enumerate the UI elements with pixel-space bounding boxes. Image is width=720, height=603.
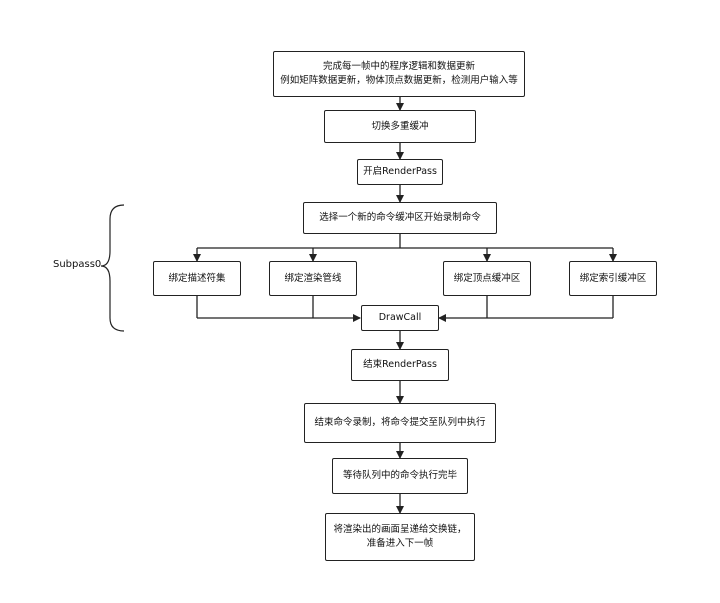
update-logic-box: 完成每一帧中的程序逻辑和数据更新 例如矩阵数据更新，物体顶点数据更新，检测用户输… — [273, 51, 525, 97]
bind-index-buffer-box: 绑定索引缓冲区 — [569, 261, 657, 296]
begin-record-box: 选择一个新的命令缓冲区开始录制命令 — [303, 202, 497, 234]
bind-pipeline-box: 绑定渲染管线 — [269, 261, 357, 296]
bind-descriptor-box: 绑定描述符集 — [153, 261, 241, 296]
end-record-box: 结束命令录制，将命令提交至队列中执行 — [304, 403, 496, 443]
subpass-brace — [100, 204, 125, 332]
end-renderpass-box: 结束RenderPass — [351, 349, 449, 381]
bind-vertex-buffer-box: 绑定顶点缓冲区 — [443, 261, 531, 296]
begin-renderpass-box: 开启RenderPass — [357, 159, 443, 185]
swap-buffer-box: 切换多重缓冲 — [324, 110, 476, 143]
drawcall-box: DrawCall — [361, 305, 439, 331]
subpass-label: Subpass0 — [53, 259, 102, 270]
present-box: 将渲染出的画面呈递给交换链， 准备进入下一帧 — [325, 513, 475, 561]
wait-queue-box: 等待队列中的命令执行完毕 — [332, 458, 468, 494]
